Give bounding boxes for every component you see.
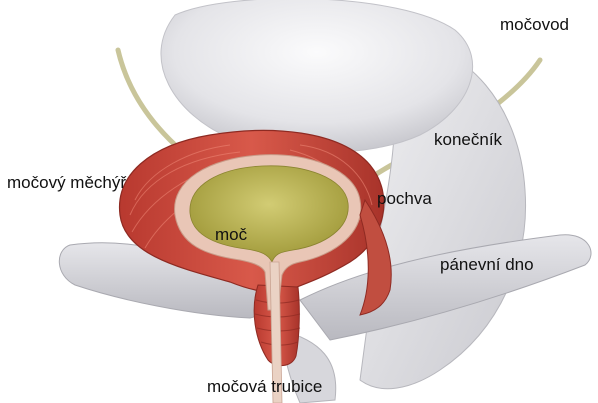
label-vagina: pochva (377, 190, 432, 207)
label-urine: moč (215, 226, 247, 243)
uterus-shape (161, 0, 473, 153)
label-urethra: močová trubice (207, 378, 322, 395)
label-ureter: močovod (500, 16, 569, 33)
label-bladder: močový měchýř (7, 174, 126, 191)
label-pelvic-floor: pánevní dno (440, 256, 534, 273)
label-rectum: konečník (434, 131, 502, 148)
